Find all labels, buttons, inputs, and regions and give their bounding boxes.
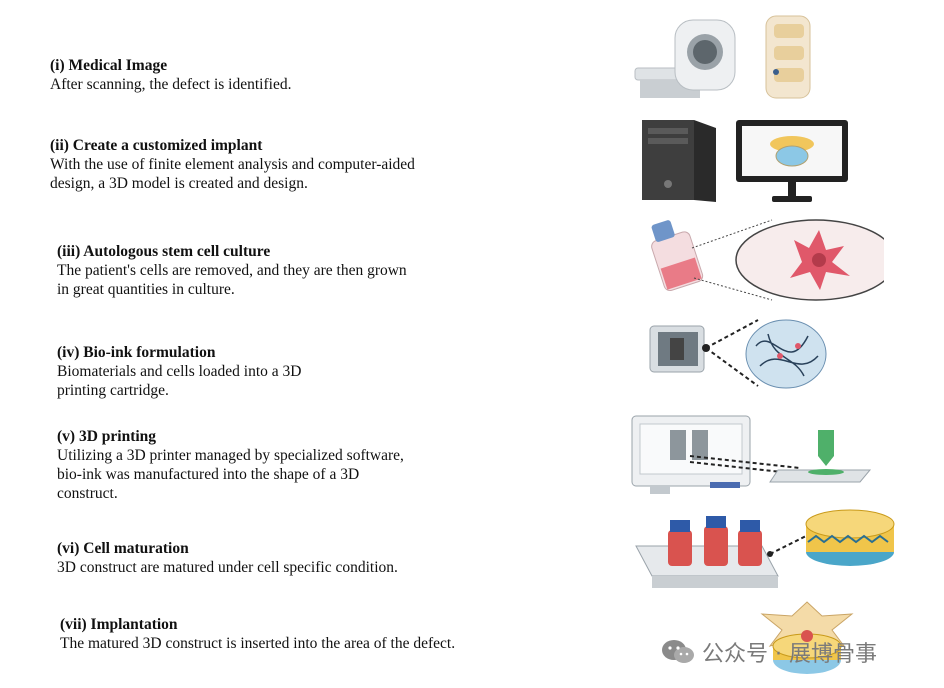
step-description: Biomaterials and cells loaded into a 3D [57, 363, 302, 380]
step-title: (i) Medical Image [50, 57, 168, 74]
step-description: With the use of finite element analysis … [50, 156, 415, 173]
3d-printer-illustration [631, 415, 872, 494]
step-description: The matured 3D construct is inserted int… [60, 635, 456, 652]
step-3: (iii) Autologous stem cell culture The p… [57, 242, 407, 299]
vertebra-implant-illustration [760, 601, 854, 674]
step-2: (ii) Create a customized implant With th… [50, 136, 415, 193]
bioink-illustration [649, 319, 827, 389]
step-title: (vii) Implantation [60, 616, 178, 633]
step-description: construct. [57, 485, 118, 502]
watermark-text: 公众号 · 展博骨事 [702, 642, 877, 667]
step-title: (vi) Cell maturation [57, 540, 189, 557]
watermark: 公众号 · 展博骨事 [660, 636, 877, 668]
step-6: (vi) Cell maturation 3D construct are ma… [57, 539, 398, 577]
step-7: (vii) Implantation The matured 3D constr… [60, 615, 455, 653]
step-description: printing cartridge. [57, 382, 169, 399]
step-title: (iii) Autologous stem cell culture [57, 243, 271, 260]
step-title: (v) 3D printing [57, 428, 157, 445]
step-1: (i) Medical Image After scanning, the de… [50, 56, 291, 94]
step-description: bio-ink was manufactured into the shape … [57, 466, 360, 483]
wechat-icon [662, 640, 694, 663]
step-description: Utilizing a 3D printer managed by specia… [57, 447, 404, 464]
step-description: design, a 3D model is created and design… [50, 175, 308, 192]
spine-illustration [765, 15, 811, 99]
step-title: (iv) Bio-ink formulation [57, 344, 216, 361]
step-4: (iv) Bio-ink formulation Biomaterials an… [57, 343, 302, 400]
step-description: in great quantities in culture. [57, 281, 235, 298]
step-description: After scanning, the defect is identified… [50, 76, 292, 93]
step-description: 3D construct are matured under cell spec… [57, 559, 398, 576]
monitor-illustration [736, 120, 848, 202]
step-5: (v) 3D printing Utilizing a 3D printer m… [57, 427, 404, 503]
step-description: The patient's cells are removed, and the… [57, 262, 407, 279]
step-title: (ii) Create a customized implant [50, 137, 263, 154]
cell-culture-illustration [651, 219, 884, 301]
mri-scanner-illustration [634, 19, 736, 98]
computer-tower-illustration [642, 120, 716, 202]
bioreactor-illustration [635, 509, 895, 588]
